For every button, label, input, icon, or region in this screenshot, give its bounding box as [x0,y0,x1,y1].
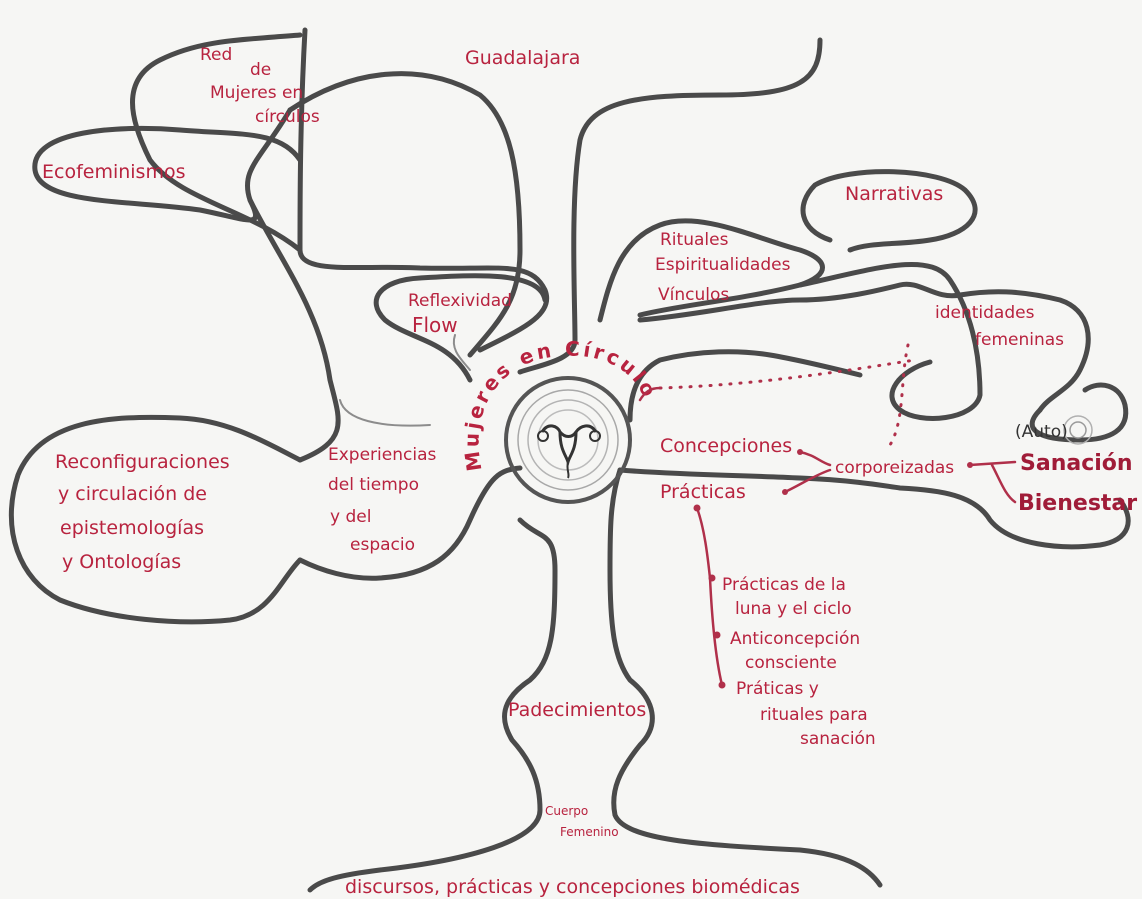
label-concepciones: Concepciones [660,435,792,457]
label-experiencias-2: del tiempo [328,475,419,495]
label-reconfiguraciones-1: Reconfiguraciones [55,451,230,473]
label-experiencias-1: Experiencias [328,445,436,465]
label-flow: Flow [412,313,458,337]
outline-experiencias-inner [340,400,430,426]
branch-guadalajara-right [520,40,820,372]
label-bienestar: Bienestar [1018,491,1137,516]
label-reconfiguraciones-4: y Ontologías [62,551,181,573]
outline-trunk-right [610,470,880,885]
label-rituales-3: Vínculos [658,285,729,305]
label-practicas: Prácticas [660,481,746,503]
label-identidades-1: identidades [935,303,1035,323]
label-rituales-sanacion-3: sanación [800,729,876,749]
label-red-de-mujeres-1: Red [200,45,232,65]
label-corporeizadas: corporeizadas [835,458,954,478]
label-rituales-2: Espiritualidades [655,255,791,275]
label-rituales-1: Rituales [660,230,729,250]
bullet-practicas-end [782,489,788,495]
label-auto: (Auto) [1015,422,1068,442]
label-reconfiguraciones-3: epistemologías [60,517,204,539]
label-experiencias-4: espacio [350,535,415,555]
label-anticoncepcion-1: Anticoncepción [730,629,860,649]
spiral-small [1070,422,1086,438]
label-anticoncepcion-2: consciente [745,653,837,673]
label-femenino: Femenino [560,825,619,839]
label-rituales-sanacion-2: rituales para [760,705,868,725]
label-narrativas: Narrativas [845,183,943,205]
connectors [640,345,1092,689]
label-reconfiguraciones-2: y circulación de [58,483,207,505]
bullet-corporeizadas [967,462,973,468]
center-circle [506,378,630,502]
label-rituales-sanacion-1: Práticas y [736,679,819,699]
outline-right-arm-top [630,352,860,420]
label-practicas-luna-2: luna y el ciclo [735,599,852,619]
label-red-de-mujeres-4: círculos [255,107,320,127]
connector-concepciones [800,452,830,465]
center-node [506,378,630,502]
label-biomedicas: discursos, prácticas y concepciones biom… [345,876,800,898]
label-padecimientos: Padecimientos [508,699,646,721]
outline-left-arm [250,200,338,460]
bullet-2 [714,632,721,639]
dotted-line-identidades [660,360,915,388]
label-sanacion: Sanación [1020,451,1133,476]
bullet-3 [719,682,726,689]
label-ecofeminismos: Ecofeminismos [42,161,186,183]
bullet-concepciones [797,449,803,455]
labels: Red de Mujeres en círculos Guadalajara E… [42,45,1137,898]
label-practicas-luna-1: Prácticas de la [722,575,846,595]
bullet-1 [709,575,716,582]
label-reflexividad: Reflexividad [408,291,512,311]
bullet-practicas [694,505,701,512]
label-red-de-mujeres-2: de [250,60,271,80]
label-guadalajara: Guadalajara [465,47,580,69]
branch-guadalajara-mid [290,74,520,355]
label-experiencias-3: y del [330,507,371,527]
label-cuerpo: Cuerpo [545,804,588,818]
label-identidades-2: femeninas [975,330,1064,350]
connector-practicas-list [697,508,722,685]
connector-bienestar [992,465,1015,502]
label-red-de-mujeres-3: Mujeres en [210,83,303,103]
